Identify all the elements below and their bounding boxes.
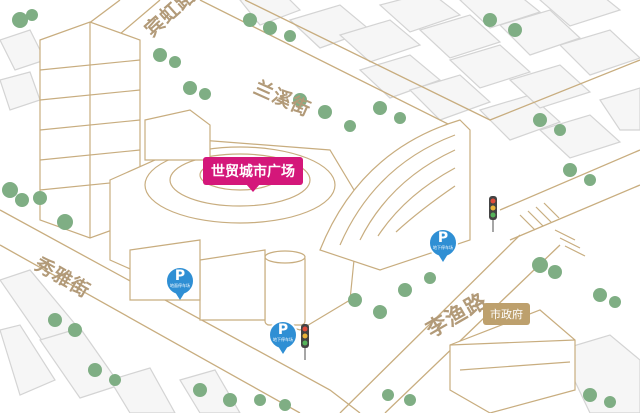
parking-caption: 地面停车场 (170, 283, 190, 288)
trees (2, 9, 621, 411)
parking-pin-icon[interactable]: P 地面停车场 (165, 266, 195, 304)
landmark-name: 世贸城市广场 (211, 164, 295, 180)
parking-letter: P (437, 230, 449, 246)
crosswalks (519, 202, 586, 257)
parking-pin-tail (175, 292, 185, 300)
traffic-light-icon (301, 324, 309, 360)
parking-caption: 地下停车场 (433, 245, 453, 250)
government-building (449, 309, 576, 413)
location-callout[interactable]: 世贸城市广场 (203, 157, 303, 192)
parking-pin-tail (438, 254, 448, 262)
government-name: 市政府 (490, 308, 523, 321)
parking-pin-circle (165, 266, 195, 296)
parking-pin-tail (278, 346, 288, 354)
traffic-light-icon (489, 196, 497, 232)
government-label[interactable]: 市政府 (483, 303, 530, 325)
parking-letter: P (174, 268, 186, 284)
parking-pin-icon[interactable]: P 地下停车场 (268, 320, 298, 358)
parking-letter: P (277, 322, 289, 338)
parking-pin-icon[interactable]: P 地下停车场 (428, 228, 458, 266)
parking-caption: 地下停车场 (273, 337, 293, 342)
